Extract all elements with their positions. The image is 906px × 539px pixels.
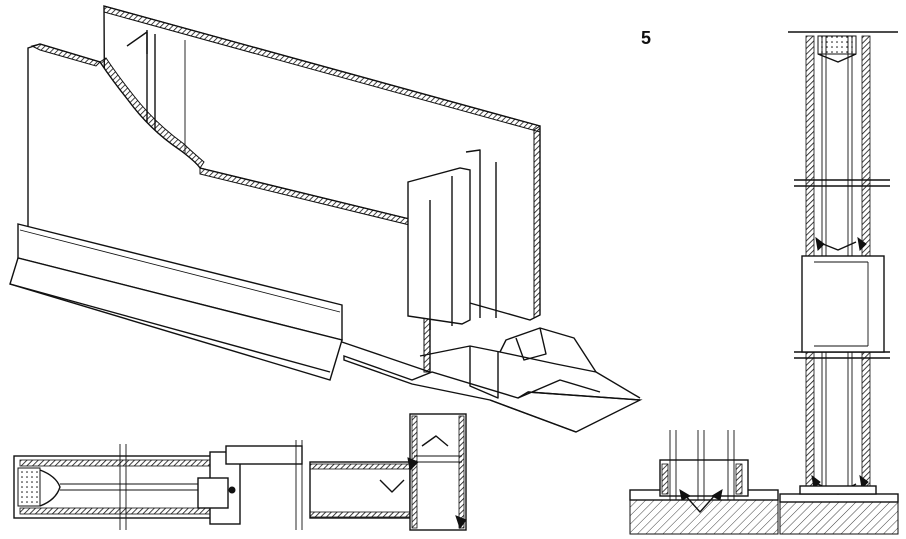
base-slab xyxy=(779,499,899,535)
floor-track xyxy=(343,355,643,433)
center-stud xyxy=(407,167,471,325)
plan-panel-right xyxy=(309,461,411,519)
horizontal-section-detail xyxy=(13,413,467,531)
plan-corner-post xyxy=(409,413,467,531)
vertical-wall-section xyxy=(779,31,899,535)
isometric-partition-view xyxy=(9,5,643,433)
transom-block xyxy=(801,255,885,353)
figure-number: 5 xyxy=(641,28,652,48)
skirting-foot xyxy=(9,257,343,381)
floor-joint-section xyxy=(629,430,779,535)
